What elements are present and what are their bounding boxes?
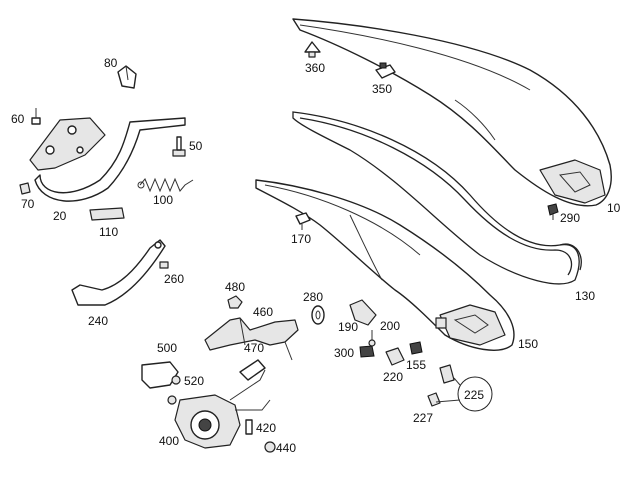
hinge-bracket <box>19 108 106 195</box>
screw-200 <box>368 330 376 347</box>
callout-200: 200 <box>380 319 400 333</box>
callout-150: 150 <box>518 337 538 351</box>
callout-470: 470 <box>244 341 264 355</box>
callout-500: 500 <box>157 341 177 355</box>
plug-227 <box>427 392 441 407</box>
trunk-lid-inner-panel <box>255 179 515 351</box>
push-clip-360 <box>304 41 321 58</box>
connector-155 <box>409 341 423 355</box>
plug-225 <box>439 364 493 412</box>
callout-300: 300 <box>334 346 354 360</box>
bolt-50 <box>172 136 186 157</box>
callout-280: 280 <box>303 290 323 304</box>
callout-190: 190 <box>338 320 358 334</box>
motor-unit-400 <box>167 359 271 449</box>
clip-350 <box>375 62 396 79</box>
lock-190 <box>349 299 377 326</box>
connector-220 <box>385 347 405 366</box>
callout-260: 260 <box>164 272 184 286</box>
nut-440 <box>264 441 276 453</box>
callout-10: 10 <box>607 201 621 215</box>
bracket-460 <box>204 317 299 361</box>
hinge-arm-240 <box>71 239 166 306</box>
callout-220: 220 <box>383 370 403 384</box>
callout-227: 227 <box>413 411 433 425</box>
callout-60: 60 <box>11 112 25 126</box>
callout-520: 520 <box>184 374 204 388</box>
callout-360: 360 <box>305 61 325 75</box>
washer-280 <box>311 305 325 325</box>
callout-110: 110 <box>99 225 118 239</box>
switch-300 <box>359 345 375 358</box>
clip-170 <box>295 212 311 230</box>
callout-170: 170 <box>291 232 311 246</box>
callout-50: 50 <box>189 139 203 153</box>
callout-70: 70 <box>21 197 35 211</box>
callout-80: 80 <box>104 56 118 70</box>
callout-labels: 10 20 50 60 70 80 100 110 130 150 155 17… <box>11 56 621 455</box>
callout-130: 130 <box>575 289 595 303</box>
callout-240: 240 <box>88 314 108 328</box>
callout-400: 400 <box>159 434 179 448</box>
bracket-80 <box>117 65 137 89</box>
callout-440: 440 <box>276 441 296 455</box>
callout-290: 290 <box>560 211 580 225</box>
pad-110 <box>89 207 125 221</box>
callout-20: 20 <box>53 209 67 223</box>
callout-225: 225 <box>464 388 484 402</box>
callout-350: 350 <box>372 82 392 96</box>
trunk-lid-outer-panel <box>292 18 612 207</box>
spring-100 <box>137 177 194 193</box>
callout-420: 420 <box>256 421 276 435</box>
buffer-290 <box>547 203 559 220</box>
nut-480 <box>227 295 243 309</box>
weatherstrip-seal <box>292 111 582 285</box>
bracket-500 <box>141 361 181 389</box>
callout-155: 155 <box>406 358 426 372</box>
connector-420 <box>245 419 253 435</box>
callout-480: 480 <box>225 280 245 294</box>
callout-460: 460 <box>253 305 273 319</box>
bushing-260 <box>159 261 169 269</box>
callout-100: 100 <box>153 193 173 207</box>
leader-lines <box>435 377 461 403</box>
hinge-arm <box>34 117 186 202</box>
